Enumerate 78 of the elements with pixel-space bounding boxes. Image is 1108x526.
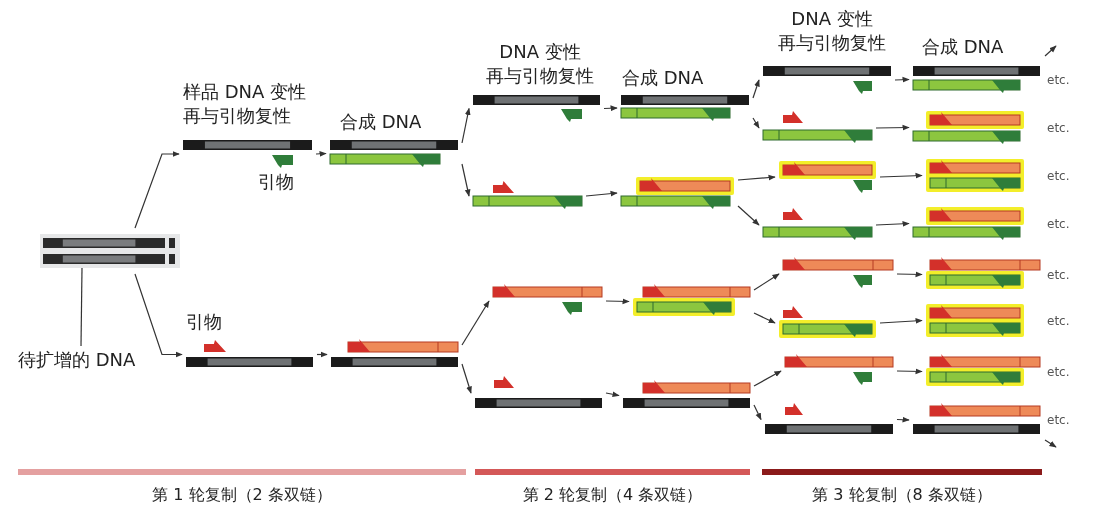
- arrow: [605, 298, 630, 305]
- dna-strand-drawing: [331, 342, 458, 367]
- etc-label: etc.: [1047, 266, 1071, 284]
- arrow: [585, 190, 618, 197]
- dna-strand-drawing: [186, 342, 313, 367]
- arrow: [316, 351, 328, 358]
- etc-label: etc.: [1047, 167, 1071, 185]
- arrow: [896, 271, 923, 278]
- primer-label: 引物: [186, 310, 223, 334]
- dna-strand-drawing: [785, 357, 893, 385]
- etc-label: etc.: [1047, 312, 1071, 330]
- arrow: [605, 391, 620, 398]
- etc-label: etc.: [1047, 71, 1071, 89]
- arrow: [896, 368, 923, 375]
- arrow: [753, 370, 782, 387]
- round-label: 第 2 轮复制（4 条双链）: [521, 484, 704, 506]
- dna-strand-drawing: [763, 66, 891, 94]
- arrow: [461, 107, 471, 144]
- arrow: [753, 404, 762, 421]
- etc-label: etc.: [1047, 215, 1071, 233]
- primer-label: 引物: [258, 170, 295, 194]
- arrow: [879, 172, 923, 179]
- dna-label: 待扩增的 DNA: [18, 346, 148, 374]
- dna-strand-drawing: [621, 177, 734, 209]
- arrow: [896, 416, 910, 423]
- etc-label: etc.: [1047, 363, 1071, 381]
- dna-strand-drawing: [913, 66, 1040, 93]
- etc-label: etc.: [1047, 119, 1071, 137]
- arrow: [737, 174, 776, 181]
- arrow: [753, 312, 776, 324]
- dna-strand-drawing: [926, 159, 1024, 192]
- column-heading: DNA 变性再与引物复性: [777, 7, 887, 55]
- arrow: [461, 363, 472, 394]
- dna-strand-drawing: [40, 234, 180, 268]
- dna-strand-drawing: [621, 95, 749, 121]
- dna-strand-drawing: [926, 357, 1040, 386]
- dna-strand-drawing: [926, 304, 1024, 337]
- dna-strand-drawing: [633, 287, 750, 316]
- dna-strand-drawing: [763, 113, 872, 143]
- dna-strand-drawing: [473, 95, 600, 122]
- dna-strand-drawing: [183, 140, 312, 168]
- arrow: [134, 273, 183, 358]
- arrow: [752, 117, 760, 129]
- column-heading: 合成 DNA: [340, 110, 423, 134]
- arrow: [603, 105, 618, 112]
- dna-strand-drawing: [765, 405, 893, 434]
- arrow: [737, 205, 760, 226]
- arrow: [752, 79, 760, 99]
- leader-line: [80, 267, 83, 347]
- dna-strand-drawing: [913, 111, 1024, 144]
- arrow: [879, 318, 923, 324]
- column-heading: 合成 DNA: [622, 66, 705, 90]
- etc-label: etc.: [1047, 412, 1071, 429]
- dna-strand-drawing: [763, 210, 872, 240]
- column-heading: 样品 DNA 变性再与引物复性: [183, 80, 308, 128]
- dna-strand-drawing: [783, 260, 893, 288]
- dna-strand-drawing: [779, 308, 876, 338]
- arrow: [875, 220, 910, 227]
- arrow: [461, 300, 490, 346]
- arrow: [894, 76, 910, 83]
- dna-strand-drawing: [779, 161, 876, 193]
- dna-strand-drawing: [913, 406, 1040, 434]
- dna-strand-drawing: [475, 378, 602, 408]
- round-label: 第 3 轮复制（8 条双链）: [811, 484, 993, 506]
- arrow: [134, 151, 180, 229]
- dna-strand-drawing: [623, 383, 750, 408]
- column-heading: 合成 DNA: [922, 35, 1005, 59]
- arrow: [753, 273, 780, 291]
- dna-strand-drawing: [913, 207, 1024, 240]
- dna-strand-drawing: [330, 140, 458, 167]
- round-label: 第 1 轮复制（2 条双链）: [151, 484, 333, 506]
- arrow: [315, 150, 327, 157]
- arrow: [875, 124, 910, 131]
- arrow: [461, 163, 471, 197]
- dna-strand-drawing: [493, 287, 602, 315]
- column-heading: DNA 变性再与引物复性: [485, 40, 595, 88]
- dna-strand-drawing: [926, 260, 1040, 289]
- dna-strand-drawing: [473, 183, 582, 209]
